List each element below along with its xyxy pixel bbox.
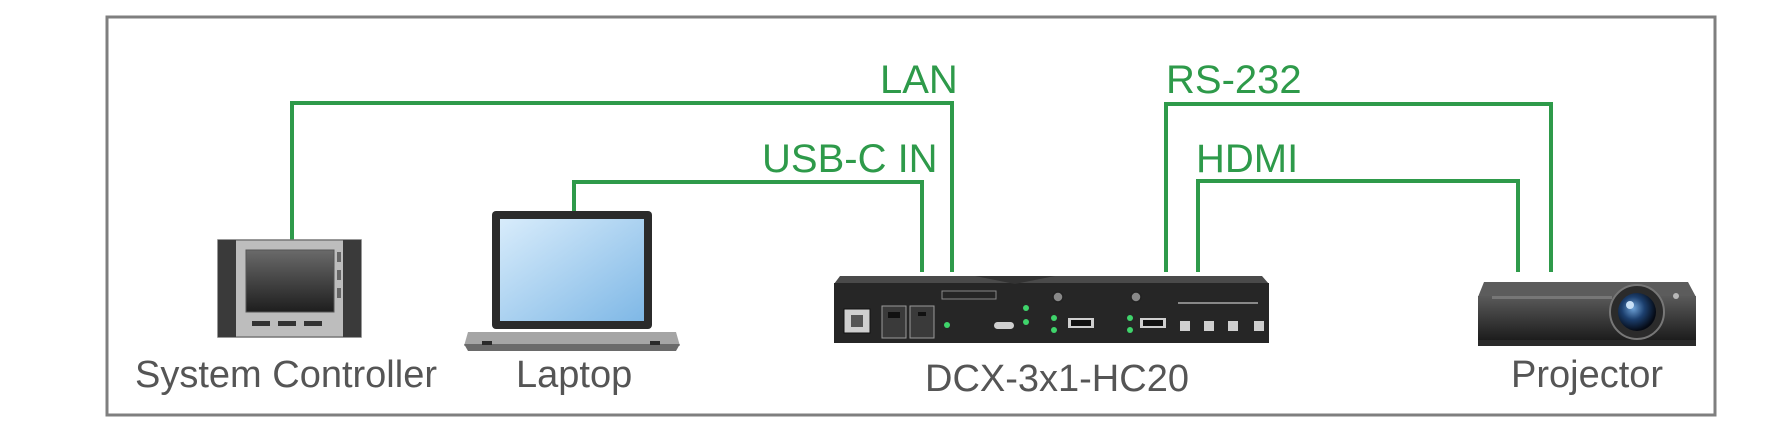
diagram-frame <box>105 15 1717 417</box>
rs232-cable <box>1164 102 1553 272</box>
touch-panel-icon <box>217 239 362 338</box>
lan-cable <box>290 101 954 272</box>
switcher-device-icon <box>834 276 1269 343</box>
usbc-in-label: USB-C IN <box>762 137 938 181</box>
hdmi-label: HDMI <box>1196 137 1298 181</box>
laptop-icon <box>464 211 680 351</box>
projector-icon <box>1478 282 1696 346</box>
switcher-label: DCX-3x1-HC20 <box>925 358 1189 400</box>
usbc-cable <box>572 180 924 272</box>
hdmi-cable <box>1196 179 1520 272</box>
rs232-label: RS-232 <box>1166 58 1302 102</box>
lan-label: LAN <box>880 58 958 102</box>
projector-label: Projector <box>1511 354 1663 396</box>
system-controller-label: System Controller <box>135 354 437 396</box>
laptop-label: Laptop <box>516 354 632 396</box>
